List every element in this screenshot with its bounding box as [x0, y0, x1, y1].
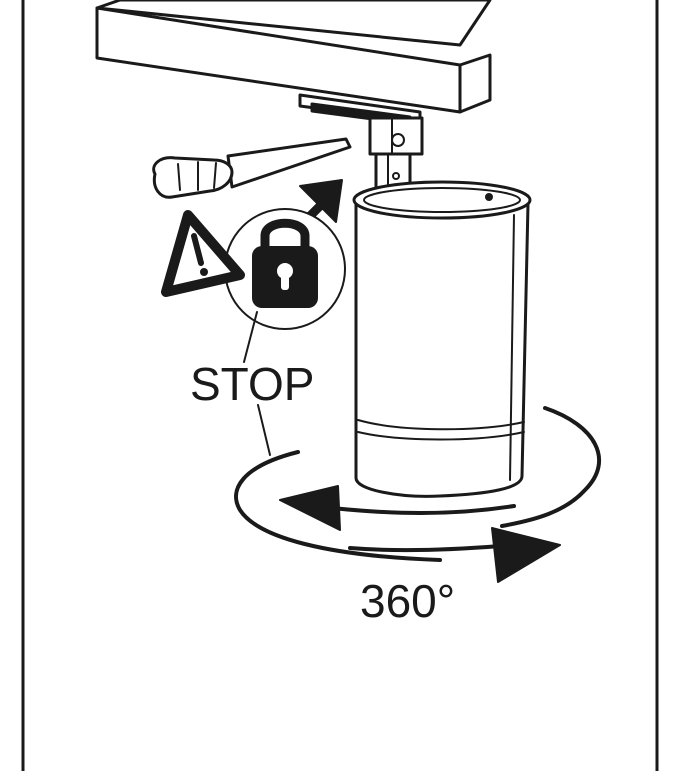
warning-triangle-icon: [161, 210, 245, 297]
padlock-icon: [252, 218, 318, 308]
brand-mark: Nordlux: [330, 106, 365, 121]
rotation-arrow-icon: [279, 485, 561, 583]
rotation-degree-label: 360°: [360, 575, 456, 627]
rotation-arc: [234, 406, 602, 562]
lock-callout: [224, 208, 346, 330]
screwdriver-icon: [152, 137, 352, 199]
stop-label: STOP: [190, 358, 315, 410]
track-rail: [95, 0, 492, 114]
stop-leader-lines: [243, 311, 271, 456]
spotlight-body: [352, 180, 532, 498]
